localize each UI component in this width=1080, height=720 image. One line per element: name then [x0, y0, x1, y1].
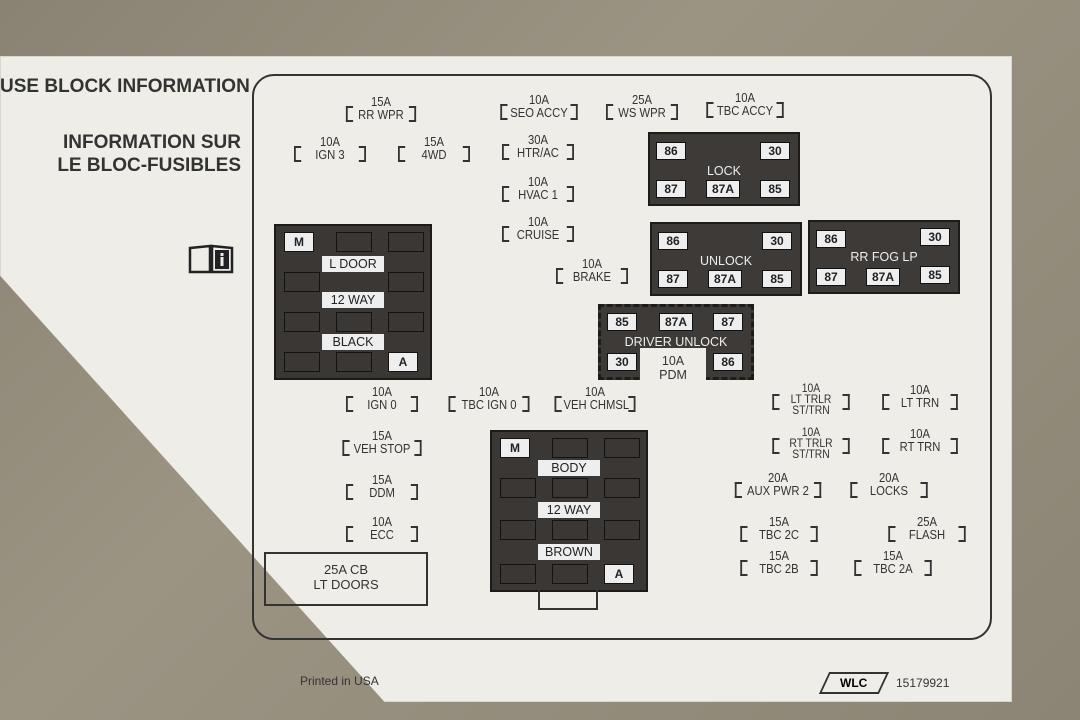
- manual-book-icon: [188, 244, 234, 274]
- connector-cell: [388, 232, 424, 252]
- connector-cell: [604, 438, 640, 458]
- connector-label: 12 WAY: [538, 502, 600, 518]
- relay-pin: 85: [607, 313, 637, 331]
- relay-lock: 86 30 LOCK 87 87A 85: [648, 132, 800, 206]
- connector-body-tab: [538, 590, 598, 610]
- relay-pin: 87: [658, 270, 688, 288]
- relay-pin: 87: [816, 268, 846, 286]
- relay-pin: 86: [816, 230, 846, 248]
- connector-cell: [284, 312, 320, 332]
- connector-cell: [552, 438, 588, 458]
- relay-driver-unlock: 85 87A 87 DRIVER UNLOCK 30 86: [598, 304, 754, 380]
- connector-cell: [388, 272, 424, 292]
- connector-label: BODY: [538, 460, 600, 476]
- title-french-line1: INFORMATION SUR: [62, 132, 241, 153]
- connector-cell: [604, 520, 640, 540]
- relay-pin: 30: [607, 353, 637, 371]
- connector-cell: [284, 272, 320, 292]
- connector-cell: [336, 232, 372, 252]
- relay-pin: 30: [920, 228, 950, 246]
- connector-cell: [336, 352, 372, 372]
- connector-label: BLACK: [322, 334, 384, 350]
- connector-cell: M: [284, 232, 314, 252]
- fuse-diagram-frame: [252, 74, 992, 640]
- relay-pin: 85: [762, 270, 792, 288]
- title-french: INFORMATION SUR LE BLOC-FUSIBLES: [56, 132, 241, 178]
- connector-l-door: M L DOOR 12 WAY BLACK A: [274, 224, 432, 380]
- relay-name: RR FOG LP: [850, 250, 918, 264]
- relay-pin: 87: [713, 313, 743, 331]
- relay-pin: 30: [762, 232, 792, 250]
- relay-name: LOCK: [706, 164, 742, 178]
- connector-cell: [500, 478, 536, 498]
- relay-pin: 87: [656, 180, 686, 198]
- connector-label: BROWN: [538, 544, 600, 560]
- connector-cell: [500, 520, 536, 540]
- relay-unlock: 86 30 UNLOCK 87 87A 85: [650, 222, 802, 296]
- relay-pin: 87A: [706, 180, 740, 198]
- relay-pin: 87A: [708, 270, 742, 288]
- connector-cell: [552, 478, 588, 498]
- printed-in-usa: Printed in USA: [300, 674, 379, 688]
- title-english: USE BLOCK INFORMATION: [0, 76, 250, 97]
- connector-cell: [500, 564, 536, 584]
- relay-pin: 30: [760, 142, 790, 160]
- connector-label: 12 WAY: [322, 292, 384, 308]
- connector-cell: [552, 520, 588, 540]
- wlc-logo: WLC: [818, 672, 890, 694]
- relay-pin: 87A: [659, 313, 693, 331]
- connector-label: L DOOR: [322, 256, 384, 272]
- relay-pin: 86: [658, 232, 688, 250]
- relay-name: UNLOCK: [699, 254, 753, 268]
- relay-rr-fog-lp: 86 30 RR FOG LP 87 87A 85: [808, 220, 960, 294]
- connector-cell: [604, 478, 640, 498]
- relay-name: DRIVER UNLOCK: [624, 335, 728, 349]
- connector-body: M BODY 12 WAY BROWN A: [490, 430, 648, 592]
- relay-pin: 85: [760, 180, 790, 198]
- connector-cell: [336, 312, 372, 332]
- relay-pin: 87A: [866, 268, 900, 286]
- connector-cell: [284, 352, 320, 372]
- connector-cell: [552, 564, 588, 584]
- relay-pin: 86: [656, 142, 686, 160]
- connector-cell: A: [604, 564, 634, 584]
- relay-pin: 86: [713, 353, 743, 371]
- connector-cell: M: [500, 438, 530, 458]
- relay-pin: 85: [920, 266, 950, 284]
- title-french-line2: LE BLOC-FUSIBLES: [57, 154, 241, 176]
- connector-cell: A: [388, 352, 418, 372]
- connector-cell: [388, 312, 424, 332]
- part-number: 15179921: [896, 676, 950, 690]
